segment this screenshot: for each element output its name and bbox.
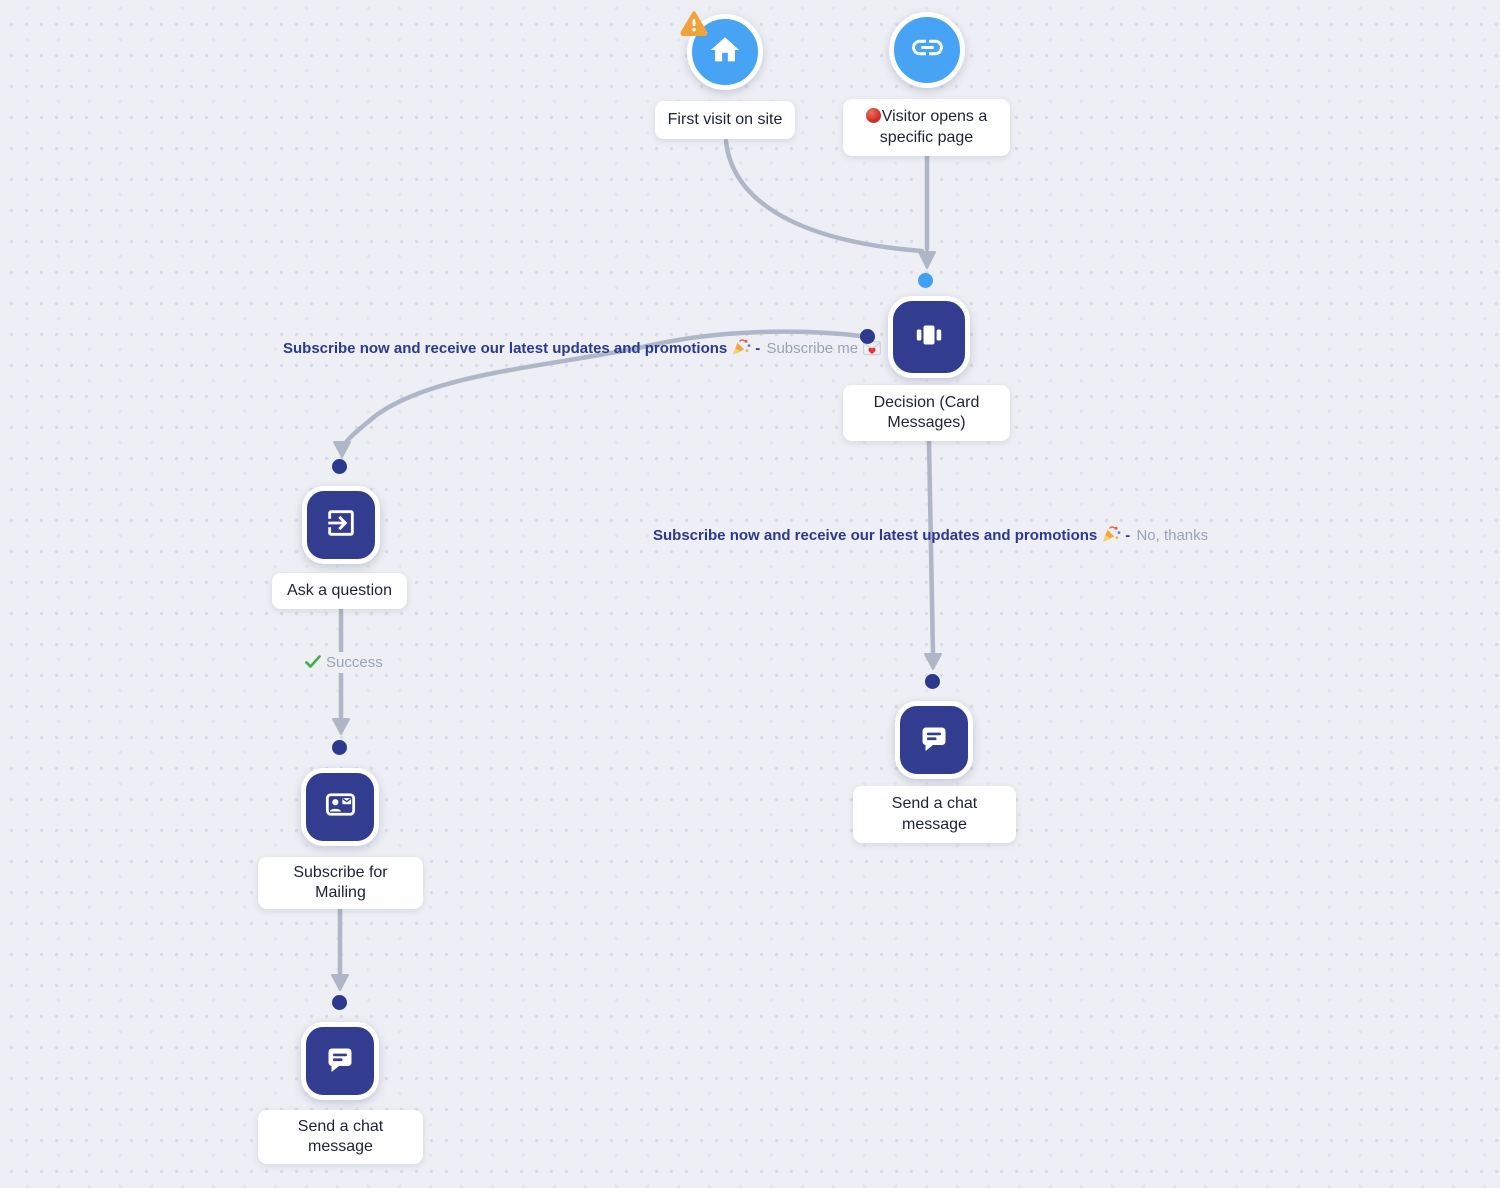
home-icon <box>708 33 742 72</box>
node-send-chat-left[interactable] <box>301 1022 379 1100</box>
ask-question-input-port[interactable] <box>332 459 347 474</box>
arrowhead-into-send-chat-left <box>331 974 349 991</box>
edge-label-no-thanks[interactable]: Subscribe now and receive our latest upd… <box>653 525 1208 544</box>
node-subscribe-mailing[interactable] <box>301 768 379 846</box>
node-send-chat-right[interactable] <box>895 701 973 779</box>
edge-decision-to-send-chat <box>926 439 936 658</box>
send-chat-right-input-port[interactable] <box>925 674 940 689</box>
link-icon <box>909 29 946 71</box>
decision-input-port[interactable] <box>918 273 933 288</box>
arrowhead-into-subscribe <box>332 718 350 735</box>
arrowhead-into-decision <box>918 251 936 269</box>
node-decision[interactable] <box>888 296 970 378</box>
action-squircle[interactable] <box>301 1022 379 1100</box>
edge-question-text: Subscribe now and receive our latest upd… <box>283 340 728 357</box>
card-messages-icon <box>910 316 948 359</box>
edge-answer-text: Subscribe me <box>766 340 859 357</box>
chat-bubble-icon <box>322 1041 358 1082</box>
first-visit-label-text: First visit on site <box>667 110 783 128</box>
edge-label-separator: - <box>755 340 761 357</box>
node-label-send-chat-right[interactable]: Send a chat message <box>853 786 1016 843</box>
arrowhead-into-ask-question <box>333 441 351 458</box>
chat-bubble-icon <box>916 720 952 761</box>
trigger-circle[interactable] <box>889 12 965 88</box>
branch-label-success: Success <box>300 652 388 673</box>
action-squircle[interactable] <box>302 486 380 564</box>
send-chat-left-label-text: Send a chat message <box>297 1117 384 1155</box>
node-first-visit[interactable] <box>680 11 763 90</box>
action-squircle[interactable] <box>895 701 973 779</box>
contact-mail-icon <box>322 786 359 828</box>
send-chat-left-input-port[interactable] <box>332 995 347 1010</box>
decision-label-text: Decision (Card Messages) <box>873 393 980 431</box>
edge-answer-text: No, thanks <box>1136 527 1209 544</box>
arrowhead-into-send-chat-right <box>924 653 942 670</box>
warning-icon <box>680 10 708 41</box>
edge-label-separator: - <box>1125 527 1131 544</box>
edge-label-subscribe-me[interactable]: Subscribe now and receive our latest upd… <box>283 338 881 357</box>
red-circle-emoji <box>865 108 881 124</box>
action-squircle[interactable] <box>888 296 970 378</box>
check-icon <box>305 655 321 668</box>
node-label-subscribe-mailing[interactable]: Subscribe for Mailing <box>258 857 423 909</box>
subscribe-mailing-input-port[interactable] <box>332 740 347 755</box>
node-label-ask-question[interactable]: Ask a question <box>272 573 407 609</box>
decision-output-port-subscribe-me[interactable] <box>860 329 875 344</box>
ask-question-label-text: Ask a question <box>287 581 392 599</box>
party-popper-emoji <box>733 339 751 355</box>
node-label-send-chat-left[interactable]: Send a chat message <box>258 1110 423 1164</box>
node-visitor-page[interactable] <box>889 12 965 88</box>
success-label-text: Success <box>326 654 383 671</box>
action-squircle[interactable] <box>301 768 379 846</box>
node-ask-question[interactable] <box>302 486 380 564</box>
node-label-decision[interactable]: Decision (Card Messages) <box>843 385 1010 441</box>
edge-first-visit-to-decision <box>723 138 925 254</box>
edge-question-text: Subscribe now and receive our latest upd… <box>653 527 1098 544</box>
subscribe-mailing-label-text: Subscribe for Mailing <box>293 863 388 901</box>
exit-to-app-icon <box>324 506 358 545</box>
node-label-first-visit[interactable]: First visit on site <box>655 101 795 139</box>
node-label-visitor-page[interactable]: Visitor opens a specific page <box>843 99 1010 156</box>
edge-decision-to-ask-question <box>341 329 864 449</box>
visitor-page-label-text: Visitor opens a specific page <box>853 107 1000 148</box>
send-chat-right-label-text: Send a chat message <box>891 795 978 833</box>
party-popper-emoji <box>1103 526 1121 542</box>
